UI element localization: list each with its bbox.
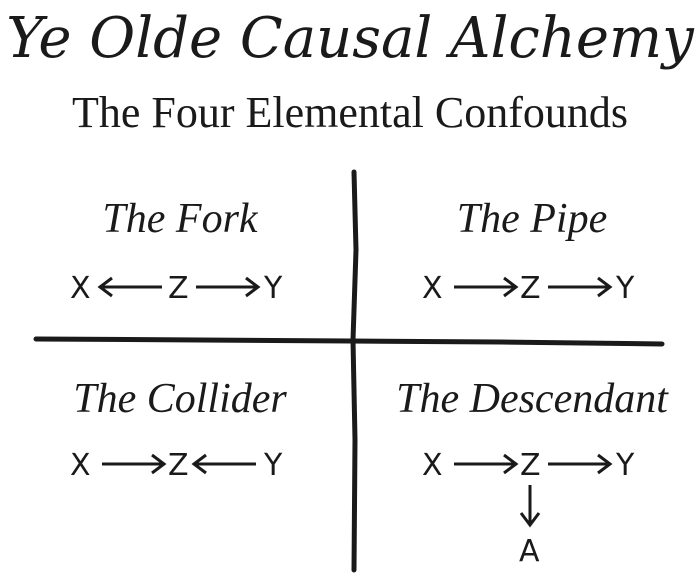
- descendant-title: The Descendant: [396, 376, 668, 422]
- pipe-node-z: Z: [520, 271, 541, 306]
- collider-dag: X Z Y: [70, 448, 283, 483]
- pipe-node-y: Y: [615, 271, 635, 306]
- descendant-node-y: Y: [615, 448, 635, 483]
- diagram-title: Ye Olde Causal Alchemy: [6, 6, 694, 71]
- collider-node-y: Y: [263, 448, 283, 483]
- pipe-arrowhead-z: [503, 276, 519, 298]
- fork-title: The Fork: [102, 196, 258, 242]
- pipe-dag: X Z Y: [422, 271, 635, 306]
- fork-dag: X Z Y: [70, 271, 283, 306]
- descendant-node-z: Z: [520, 448, 541, 483]
- diagram-subtitle: The Four Elemental Confounds: [71, 88, 628, 137]
- fork-node-y: Y: [263, 271, 283, 306]
- collider-title: The Collider: [73, 376, 287, 422]
- fork-node-x: X: [70, 271, 91, 306]
- collider-arrowhead-z-left: [151, 453, 167, 475]
- collider-node-z: Z: [168, 448, 189, 483]
- descendant-dag: X Z Y A: [422, 448, 635, 569]
- vertical-divider: [350, 169, 359, 573]
- descendant-arrowhead-a: [519, 512, 541, 528]
- descendant-node-a: A: [519, 534, 540, 569]
- pipe-arrowhead-y: [597, 276, 613, 298]
- fork-arrowhead-y: [245, 276, 261, 298]
- horizontal-divider: [33, 336, 665, 347]
- descendant-node-x: X: [422, 448, 443, 483]
- collider-arrowhead-z-right: [191, 453, 207, 475]
- pipe-title: The Pipe: [456, 196, 608, 242]
- fork-arrowhead-x: [97, 276, 113, 298]
- collider-node-x: X: [70, 448, 91, 483]
- descendant-arrowhead-z: [503, 453, 519, 475]
- descendant-arrowhead-y: [597, 453, 613, 475]
- pipe-node-x: X: [422, 271, 443, 306]
- fork-node-z: Z: [168, 271, 189, 306]
